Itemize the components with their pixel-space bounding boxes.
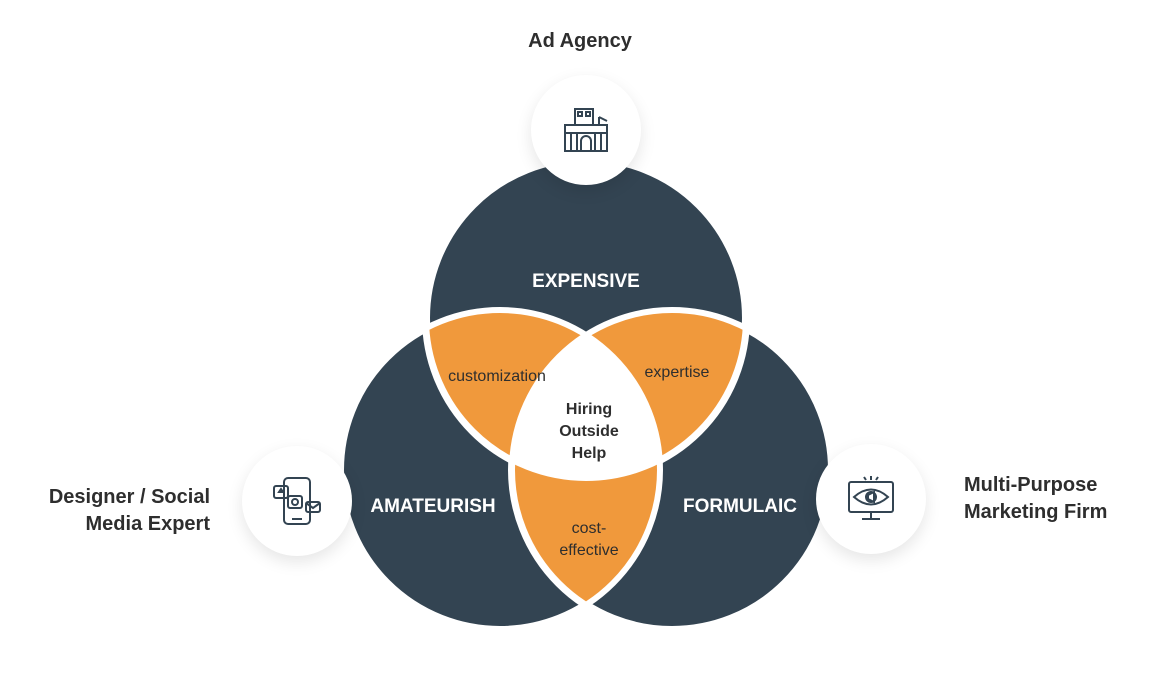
circle-label-amateurish: AMATEURISH bbox=[370, 496, 495, 517]
icon-bubble-ad-agency bbox=[531, 75, 641, 185]
overlap-label-cost: cost- bbox=[572, 520, 607, 537]
icon-bubble-marketing-firm bbox=[816, 444, 926, 554]
label-designer-line2: Media Expert bbox=[85, 513, 210, 535]
label-firm-line1: Multi-Purpose bbox=[964, 474, 1098, 496]
overlap-label-expertise: expertise bbox=[645, 364, 710, 381]
label-designer-line1: Designer / Social bbox=[48, 486, 210, 508]
icon-bubble-designer bbox=[242, 446, 352, 556]
overlap-label-customization: customization bbox=[448, 368, 546, 385]
building-icon bbox=[564, 108, 608, 152]
center-label-hiring: Hiring bbox=[566, 401, 612, 418]
social-media-phone-icon bbox=[273, 477, 321, 525]
label-multi-purpose-marketing-firm: Multi-Purpose Marketing Firm bbox=[964, 472, 1164, 526]
center-region bbox=[512, 310, 660, 478]
label-firm-line2: Marketing Firm bbox=[964, 501, 1108, 523]
circle-label-formulaic: FORMULAIC bbox=[683, 496, 797, 517]
label-designer-social-media-expert: Designer / Social Media Expert bbox=[20, 484, 210, 538]
marketing-monitor-icon bbox=[848, 476, 894, 520]
center-label-help: Help bbox=[572, 445, 607, 462]
label-ad-agency: Ad Agency bbox=[528, 30, 632, 52]
circle-label-expensive: EXPENSIVE bbox=[532, 271, 640, 292]
center-label-outside: Outside bbox=[559, 423, 619, 440]
overlap-label-effective: effective bbox=[559, 542, 618, 559]
